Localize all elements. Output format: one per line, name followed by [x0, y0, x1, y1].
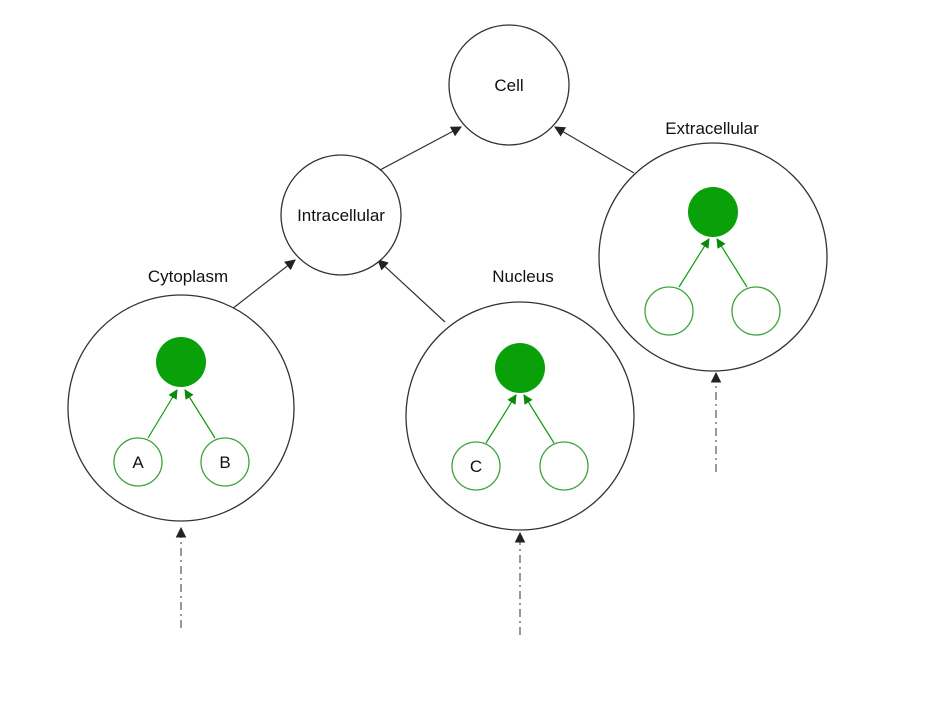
- cytoplasm-leaf-b-label: B: [219, 453, 230, 472]
- nucleus-leaf-2: [539, 441, 589, 491]
- nucleus-leaf-c: [451, 441, 501, 491]
- extracellular-leaf-2-edge: [716, 238, 748, 288]
- nucleus-leaf-2-edge: [523, 394, 555, 444]
- extracellular-leaf-1: [644, 286, 694, 336]
- edge-intracellular-to-cell: [379, 126, 462, 171]
- extracellular-leaf-1-edge: [678, 238, 710, 288]
- edge-cytoplasm-to-intracellular: [231, 259, 296, 310]
- cytoplasm-label: Cytoplasm: [148, 267, 228, 286]
- nucleus-group: Nucleus C: [405, 267, 635, 531]
- cytoplasm-aggregate-dot: [156, 337, 206, 387]
- cell-node: Cell: [448, 24, 570, 146]
- cytoplasm-group: Cytoplasm A B: [67, 267, 295, 522]
- cytoplasm-leaf-b-edge: [184, 389, 216, 439]
- cytoplasm-leaf-b: [200, 437, 250, 487]
- cytoplasm-leaf-a-label: A: [132, 453, 144, 472]
- edge-nucleus-to-intracellular: [377, 259, 446, 323]
- extracellular-leaf-2: [731, 286, 781, 336]
- extracellular-label: Extracellular: [665, 119, 759, 138]
- nucleus-aggregate-dot: [495, 343, 545, 393]
- cell-label: Cell: [494, 76, 523, 95]
- nucleus-label: Nucleus: [492, 267, 553, 286]
- cytoplasm-leaf-a-edge: [147, 389, 178, 439]
- intracellular-label: Intracellular: [297, 206, 385, 225]
- extracellular-group: Extracellular: [598, 119, 828, 372]
- nucleus-leaf-c-label: C: [470, 457, 482, 476]
- nucleus-leaf-c-edge: [485, 394, 517, 444]
- edge-extracellular-to-cell: [554, 126, 635, 174]
- extracellular-aggregate-dot: [688, 187, 738, 237]
- intracellular-node: Intracellular: [280, 154, 402, 276]
- cytoplasm-leaf-a: [113, 437, 163, 487]
